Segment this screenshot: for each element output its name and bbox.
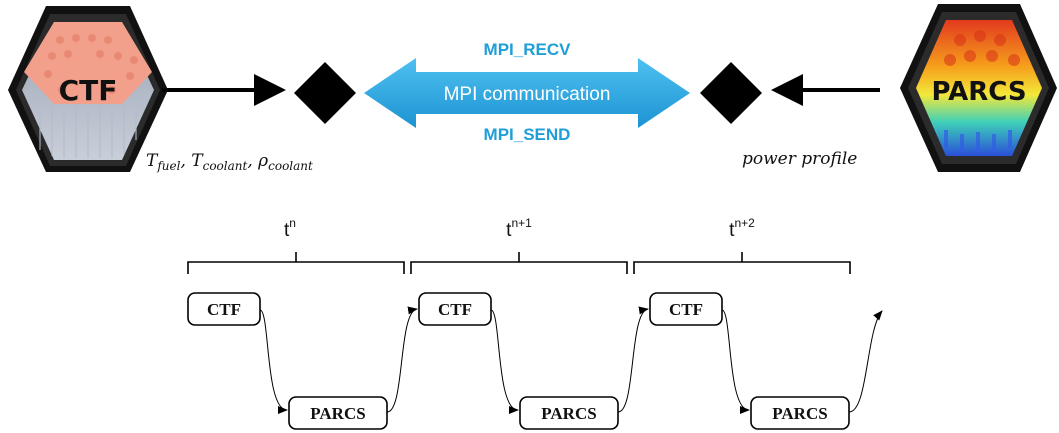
flow-parcs1-to-ctf2 bbox=[386, 306, 418, 413]
mpi-communication-label: MPI communication bbox=[444, 84, 611, 105]
parcs-hex-label: PARCS bbox=[931, 77, 1026, 107]
flow-ctf2-to-parcs2 bbox=[490, 309, 519, 414]
parcs-box-2: PARCS bbox=[519, 396, 619, 430]
right-diamond bbox=[700, 62, 762, 124]
ctf-box-1-label: CTF bbox=[207, 300, 241, 319]
mpi-send-label: MPI_SEND bbox=[484, 125, 571, 144]
time-braces bbox=[187, 252, 851, 274]
flow-parcs2-to-ctf3 bbox=[617, 306, 649, 413]
ctf-box-1: CTF bbox=[187, 292, 261, 326]
ctf-box-2: CTF bbox=[418, 292, 492, 326]
parcs-box-1: PARCS bbox=[288, 396, 388, 430]
time-label-2: tn+1 bbox=[506, 216, 532, 241]
time-label-3: tn+2 bbox=[729, 216, 755, 241]
power-profile-label: power profile bbox=[742, 149, 857, 169]
flow-ctf1-to-parcs1 bbox=[259, 309, 288, 414]
time-label-1: tn bbox=[284, 216, 296, 241]
left-diamond bbox=[294, 62, 356, 124]
flow-ctf3-to-parcs3 bbox=[721, 309, 750, 414]
ctf-hex-label: CTF bbox=[59, 74, 118, 107]
flow-parcs3-to-next bbox=[848, 310, 883, 413]
brace-step-1 bbox=[187, 261, 405, 274]
mpi-double-arrow bbox=[364, 58, 690, 128]
flow-curves bbox=[259, 306, 883, 414]
ctf-box-3-label: CTF bbox=[669, 300, 703, 319]
parcs-box-3-label: PARCS bbox=[772, 404, 827, 423]
parcs-box-3: PARCS bbox=[750, 396, 850, 430]
parcs-hexagon-icon: PARCS bbox=[900, 4, 1057, 172]
ctf-hexagon-icon: CTF bbox=[8, 6, 168, 172]
mpi-recv-label: MPI_RECV bbox=[484, 40, 572, 59]
ctf-box-3: CTF bbox=[649, 292, 723, 326]
ctf-output-variables: Tfuel, Tcoolant, ρcoolant bbox=[146, 151, 313, 173]
parcs-box-2-label: PARCS bbox=[541, 404, 596, 423]
ctf-box-2-label: CTF bbox=[438, 300, 472, 319]
brace-step-3 bbox=[633, 261, 851, 274]
parcs-box-1-label: PARCS bbox=[310, 404, 365, 423]
brace-step-2 bbox=[410, 261, 628, 274]
